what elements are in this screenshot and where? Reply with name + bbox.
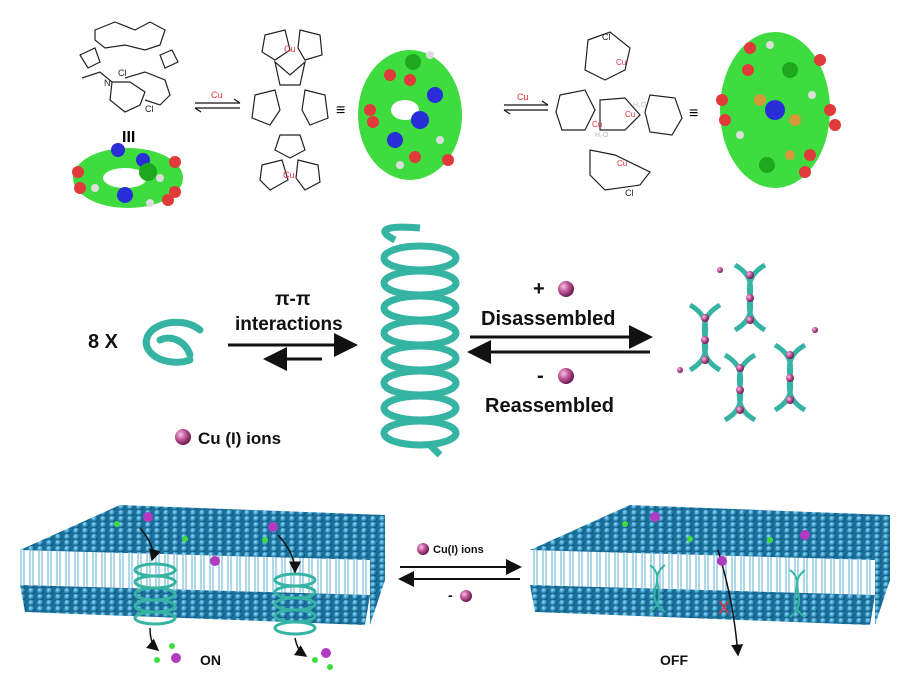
molecule-3-structure <box>555 31 683 191</box>
copper-ion-icon <box>558 368 574 384</box>
cu-atom-label: Cu <box>625 110 635 119</box>
copper-ion-icon <box>417 543 429 555</box>
legend-copper-ion-icon <box>175 429 191 445</box>
blocked-mark: X <box>718 598 730 618</box>
arrow-label-cu: Cu <box>211 90 223 100</box>
equivalence-symbol: ≡ <box>689 105 698 122</box>
cu-atom-label: Cu <box>616 58 626 67</box>
atom-n-label: N <box>104 78 111 88</box>
ion-flow-arrows-on <box>139 527 308 657</box>
equivalence-vertical-symbol: III <box>122 129 135 146</box>
channel-helices-on <box>133 562 317 636</box>
helix-stack <box>380 223 460 458</box>
monomer-ring <box>142 318 204 366</box>
space-filling-model-1 <box>72 143 183 208</box>
water-label: H₂O <box>595 132 609 139</box>
water-label: H₂O <box>633 102 647 109</box>
disassembled-label: Disassembled <box>481 308 616 330</box>
copper-ions-in-complexes <box>677 267 818 414</box>
minus-sign: - <box>448 587 453 603</box>
cu-atom-label: Cu <box>592 120 602 129</box>
monomer-multiplier: 8 X <box>88 331 119 353</box>
interactions-label: interactions <box>235 314 343 335</box>
on-state-label: ON <box>200 652 221 668</box>
space-filling-model-3 <box>716 32 841 188</box>
cu-atom-label: Cu <box>617 159 627 168</box>
copper-ion-icon <box>460 590 472 602</box>
copper-ion-icon <box>558 281 574 297</box>
ions-off-state <box>622 512 810 566</box>
pi-pi-label: π-π <box>275 289 311 310</box>
molecule-1-structure <box>79 21 179 113</box>
atom-cl-label: Cl <box>145 104 154 114</box>
space-filling-model-2 <box>358 50 462 180</box>
legend-label: Cu (I) ions <box>198 429 281 448</box>
ions-on-state <box>114 512 333 670</box>
reassembled-label: Reassembled <box>485 395 614 417</box>
atom-cl-label: Cl <box>602 32 611 42</box>
membrane-off-state <box>530 505 890 625</box>
cu-atom-label: Cu <box>284 44 296 54</box>
atom-cl-label: Cl <box>625 188 634 198</box>
minus-sign: - <box>537 365 544 387</box>
equilibrium-arrow-2 <box>503 100 549 115</box>
double-helices-off <box>649 564 806 618</box>
off-state-label: OFF <box>660 652 688 668</box>
atom-cl-label: Cl <box>118 68 127 78</box>
arrow-label-cu: Cu <box>517 92 529 102</box>
equivalence-symbol: ≡ <box>336 102 345 119</box>
membrane-on-state <box>20 505 385 625</box>
equilibrium-arrow-1 <box>194 98 241 113</box>
plus-sign: + <box>533 278 545 300</box>
ions-label: Cu(I) ions <box>433 544 484 556</box>
cu-atom-label: Cu <box>283 170 295 180</box>
molecule-2-structure <box>251 29 329 191</box>
